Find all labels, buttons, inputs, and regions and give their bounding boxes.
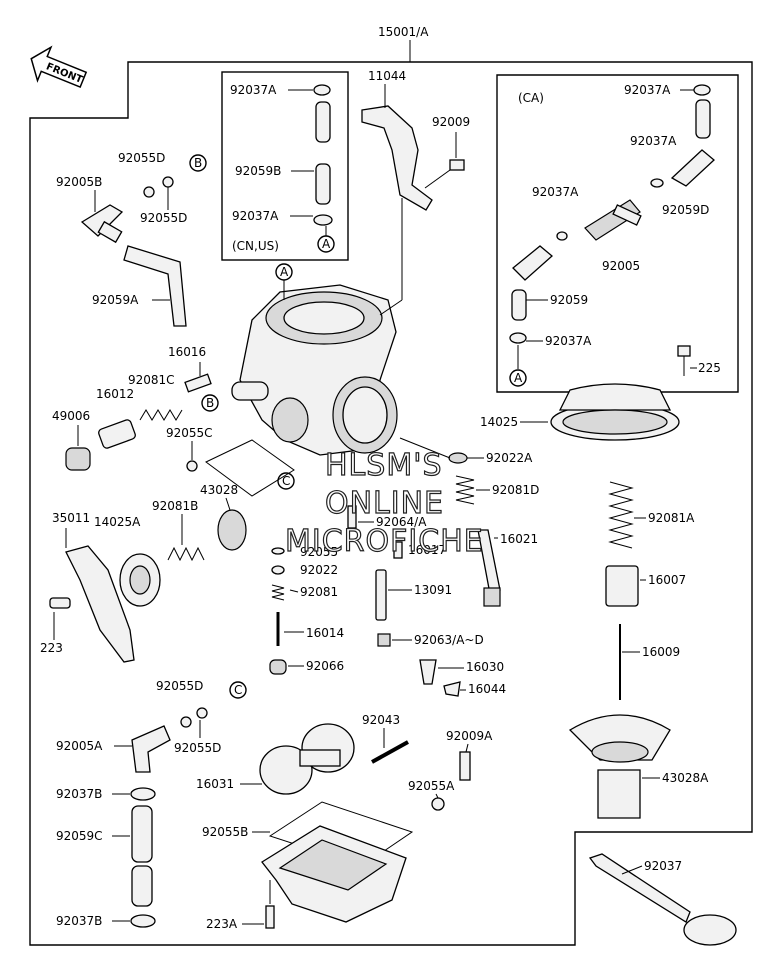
assembly-frame [29, 61, 753, 946]
label-92059B: 92059B [235, 164, 281, 178]
label-92009A: 92009A [446, 729, 493, 743]
label-92081: 92081 [300, 585, 338, 599]
label-16021: 16021 [500, 532, 538, 546]
label-16017: 16017 [408, 543, 446, 557]
label-16031: 16031 [196, 777, 234, 791]
label-92037B-1: 92037B [56, 787, 102, 801]
label-92037A-cn2: 92037A [232, 209, 279, 223]
label-92055D-3: 92055D [156, 679, 203, 693]
label-92022A: 92022A [486, 451, 533, 465]
label-92081C: 92081C [128, 373, 175, 387]
label-16030: 16030 [466, 660, 504, 674]
label-92037: 92037 [644, 859, 682, 873]
callout-a-body: A [280, 265, 289, 279]
label-92055B: 92055B [202, 825, 248, 839]
label-92005: 92005 [602, 259, 640, 273]
callout-c-lower: C [234, 683, 242, 697]
label-16007: 16007 [648, 573, 686, 587]
callout-b-top: B [194, 156, 202, 170]
label-49006: 49006 [52, 409, 90, 423]
ca-box [496, 74, 739, 393]
label-11044: 11044 [368, 69, 406, 83]
label-92059: 92059 [550, 293, 588, 307]
assembly-label: 15001/A [378, 25, 429, 39]
label-92059C: 92059C [56, 829, 103, 843]
label-13091: 13091 [414, 583, 452, 597]
label-92037B-2: 92037B [56, 914, 102, 928]
label-92055D-4: 92055D [174, 741, 221, 755]
watermark-line-2: ONLINE [325, 486, 444, 521]
front-arrow-icon: FRONT [30, 45, 88, 89]
label-92022: 92022 [300, 563, 338, 577]
label-92037A-ca2: 92037A [630, 134, 677, 148]
label-92009: 92009 [432, 115, 470, 129]
label-16012: 16012 [96, 387, 134, 401]
label-92063: 92063/A~D [414, 633, 484, 647]
label-225: 225 [698, 361, 721, 375]
label-92037A-ca4: 92037A [545, 334, 592, 348]
label-92037A-cn1: 92037A [230, 83, 277, 97]
label-14025A: 14025A [94, 515, 141, 529]
ca-note: (CA) [518, 91, 544, 105]
label-92005B: 92005B [56, 175, 102, 189]
label-223A: 223A [206, 917, 238, 931]
label-92081B: 92081B [152, 499, 198, 513]
watermark-line-3: MICROFICHE [285, 524, 484, 559]
callout-a-ca: A [514, 371, 523, 385]
label-92037A-ca1: 92037A [624, 83, 671, 97]
cn-us-box [221, 71, 349, 261]
cn-us-note: (CN,US) [232, 239, 279, 253]
label-92055C: 92055C [166, 426, 213, 440]
carburetor-body [231, 284, 398, 456]
label-16009: 16009 [642, 645, 680, 659]
callout-b-body: B [206, 396, 214, 410]
label-43028: 43028 [200, 483, 238, 497]
label-92005A: 92005A [56, 739, 103, 753]
label-43028A: 43028A [662, 771, 709, 785]
label-92059A: 92059A [92, 293, 139, 307]
label-92055D-1: 92055D [118, 151, 165, 165]
watermark-line-1: HLSM'S [325, 448, 443, 483]
callout-c-body: C [282, 474, 290, 488]
label-223: 223 [40, 641, 63, 655]
label-92055: 92055 [300, 545, 338, 559]
label-14025: 14025 [480, 415, 518, 429]
label-92043: 92043 [362, 713, 400, 727]
label-92066: 92066 [306, 659, 344, 673]
label-92059D: 92059D [662, 203, 709, 217]
label-16016: 16016 [168, 345, 206, 359]
label-92055A: 92055A [408, 779, 455, 793]
label-35011: 35011 [52, 511, 90, 525]
label-92081D: 92081D [492, 483, 539, 497]
label-16044: 16044 [468, 682, 506, 696]
label-92081A: 92081A [648, 511, 695, 525]
label-92064A: 92064/A [376, 515, 427, 529]
callout-a-cnus: A [322, 237, 331, 251]
label-16014: 16014 [306, 626, 344, 640]
label-92037A-ca3: 92037A [532, 185, 579, 199]
label-92055D-2: 92055D [140, 211, 187, 225]
